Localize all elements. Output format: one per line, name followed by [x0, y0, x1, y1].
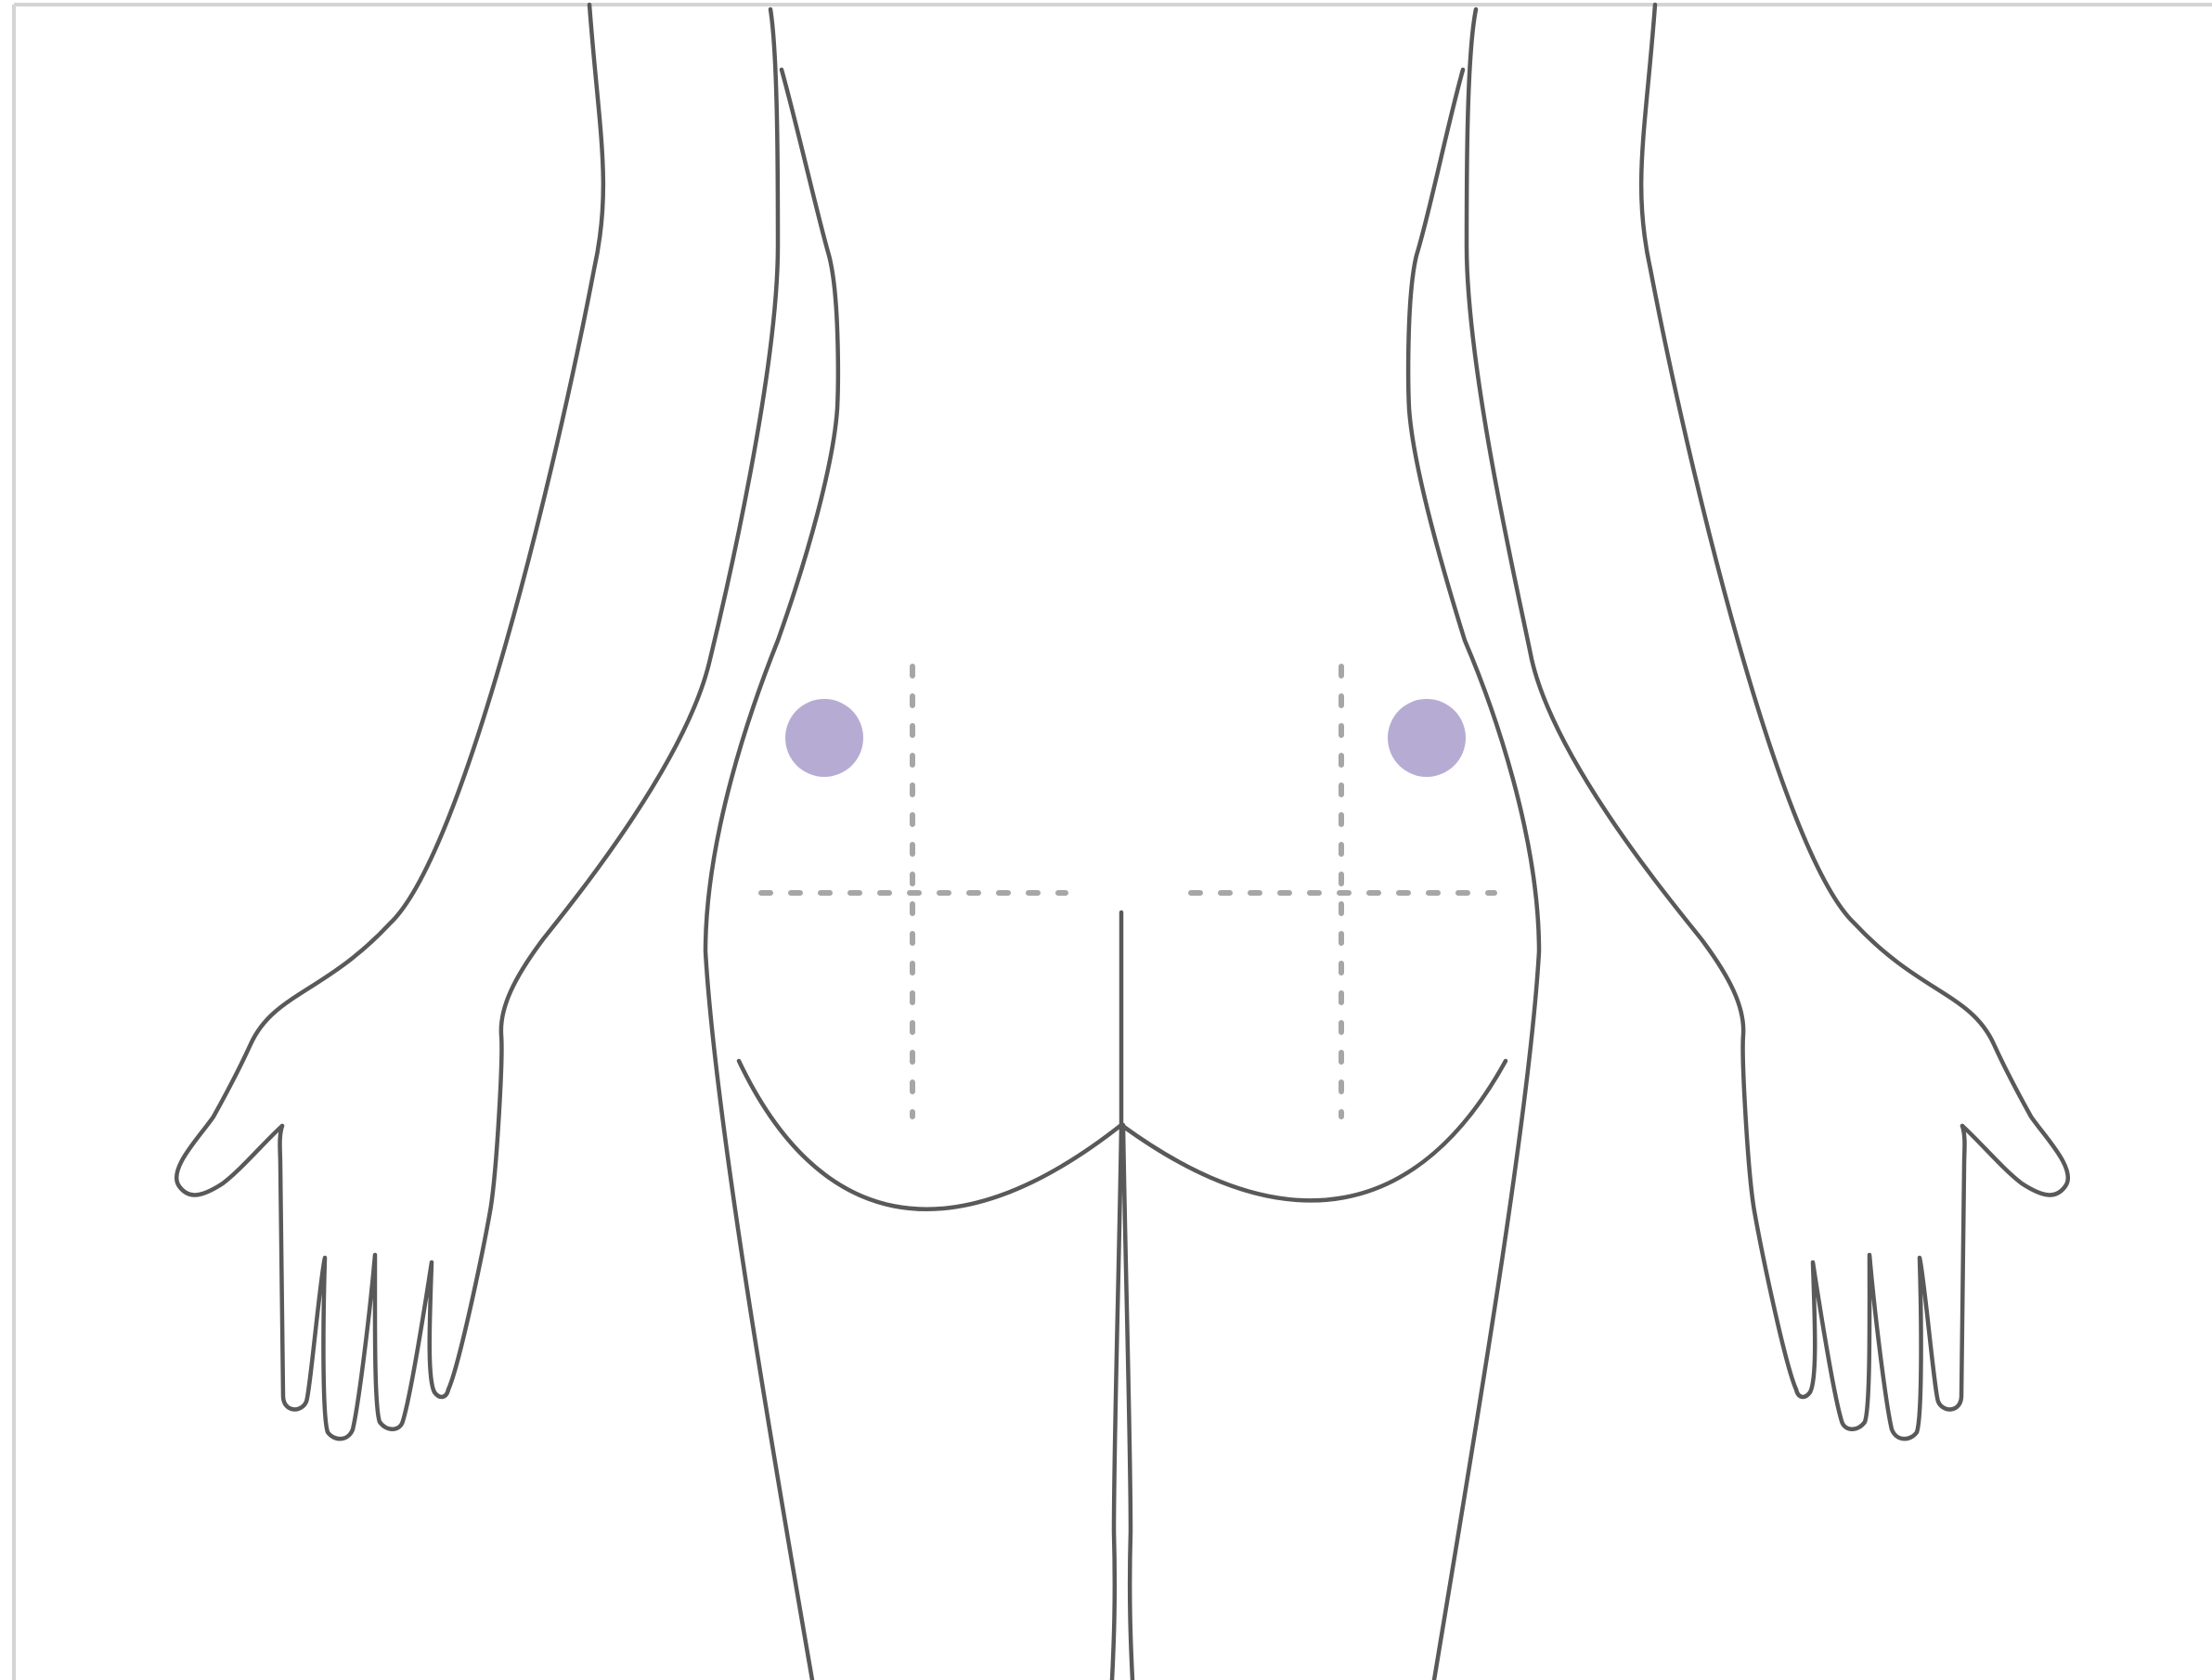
inner-thigh-line: [1112, 1125, 1121, 1680]
inner-thigh-line-right: [1123, 1125, 1132, 1680]
left-gluteal-fold: [739, 1061, 1121, 1209]
torso: [705, 70, 1539, 1680]
right-arm: [1467, 5, 2068, 1389]
gluteal-region: [739, 912, 1506, 1680]
right-hand: [1796, 1126, 1965, 1439]
right-gluteal-fold: [1121, 1061, 1506, 1200]
left-arm: [176, 5, 778, 1389]
frame-border: [14, 5, 2212, 1680]
right-injection-site-marker: [1388, 699, 1466, 777]
left-hand: [280, 1126, 449, 1439]
left-injection-site-marker: [785, 699, 863, 777]
